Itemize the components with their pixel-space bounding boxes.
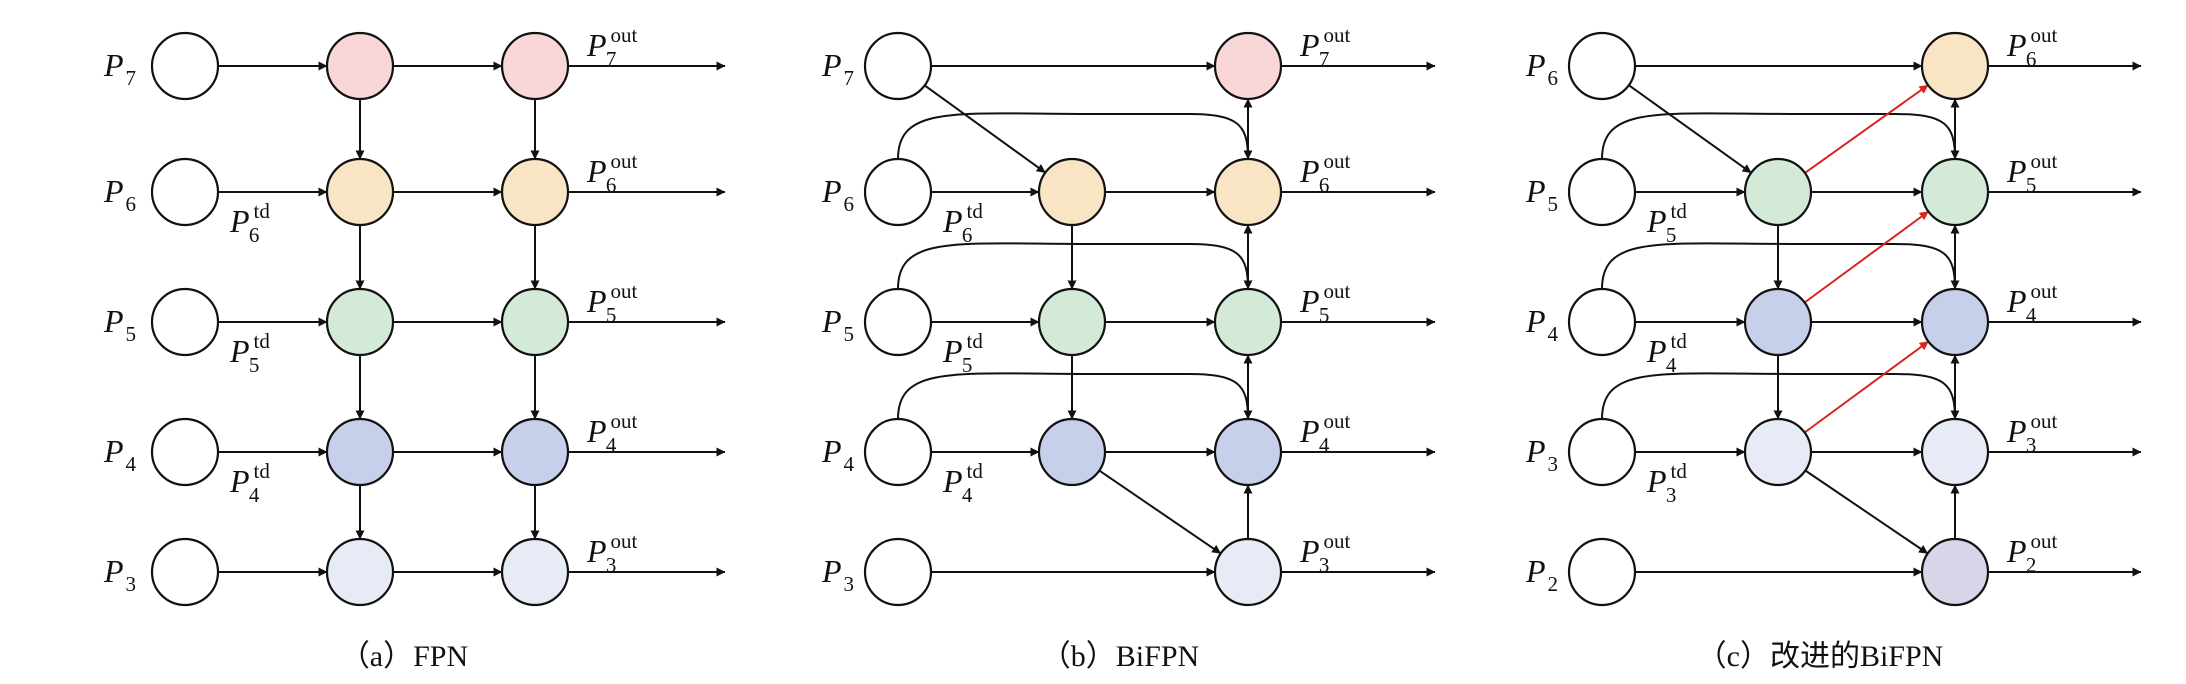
label-a-input-1: P6 — [103, 173, 136, 216]
node-c-mid-1 — [1743, 157, 1813, 227]
edge-b-skip-1 — [897, 112, 1253, 160]
node-a-out-2 — [500, 287, 570, 357]
label-c-input-4: P2 — [1525, 553, 1558, 596]
node-a-mid-1 — [325, 157, 395, 227]
node-c-out-1 — [1920, 157, 1990, 227]
edge-c-red-1 — [1804, 84, 1929, 174]
node-a-mid-3 — [325, 417, 395, 487]
label-b-input-1: P6 — [821, 173, 854, 216]
node-b-out-3 — [1213, 417, 1283, 487]
node-b-input-1 — [863, 157, 933, 227]
node-a-out-4 — [500, 537, 570, 607]
node-b-input-2 — [863, 287, 933, 357]
node-c-input-4 — [1567, 537, 1637, 607]
label-b-input-2: P5 — [821, 303, 854, 346]
node-c-mid-2 — [1743, 287, 1813, 357]
node-a-mid-4 — [325, 537, 395, 607]
node-a-mid-0 — [325, 31, 395, 101]
node-c-out-4 — [1920, 537, 1990, 607]
node-b-input-0 — [863, 31, 933, 101]
node-c-mid-3 — [1743, 417, 1813, 487]
node-a-input-4 — [150, 537, 220, 607]
caption-c: （c）改进的BiFPN — [1697, 640, 1944, 673]
label-a-input-0: P7 — [103, 47, 136, 90]
node-c-input-0 — [1567, 31, 1637, 101]
node-b-out-1 — [1213, 157, 1283, 227]
node-c-input-2 — [1567, 287, 1637, 357]
caption-b: （b）BiFPN — [1041, 640, 1199, 673]
edge-c-skip-3 — [1601, 372, 1960, 420]
node-a-mid-2 — [325, 287, 395, 357]
node-c-input-1 — [1567, 157, 1637, 227]
node-a-input-3 — [150, 417, 220, 487]
edge-b-mid3-diag — [1098, 469, 1222, 555]
label-a-input-2: P5 — [103, 303, 136, 346]
label-b-input-3: P4 — [821, 433, 855, 476]
node-a-out-1 — [500, 157, 570, 227]
node-c-out-2 — [1920, 287, 1990, 357]
node-b-out-4 — [1213, 537, 1283, 607]
edge-c-skip-1 — [1601, 112, 1960, 160]
label-c-input-1: P5 — [1525, 173, 1558, 216]
node-a-input-0 — [150, 31, 220, 101]
label-c-input-2: P4 — [1525, 303, 1559, 346]
label-c-input-0: P6 — [1525, 47, 1558, 90]
node-c-out-0 — [1920, 31, 1990, 101]
label-b-input-0: P7 — [821, 47, 854, 90]
node-b-out-2 — [1213, 287, 1283, 357]
label-b-input-4: P3 — [821, 553, 854, 596]
label-c-input-3: P3 — [1525, 433, 1558, 476]
edge-c-in0-diag — [1628, 84, 1752, 174]
edge-b-in0-diag — [924, 84, 1046, 174]
node-a-input-2 — [150, 287, 220, 357]
node-c-out-3 — [1920, 417, 1990, 487]
node-b-mid-3 — [1037, 417, 1107, 487]
edge-c-red-3 — [1804, 340, 1929, 434]
node-a-out-3 — [500, 417, 570, 487]
label-a-input-3: P4 — [103, 433, 137, 476]
edge-c-red-2 — [1804, 210, 1929, 304]
label-a-input-4: P3 — [103, 553, 136, 596]
node-a-input-1 — [150, 157, 220, 227]
node-b-input-4 — [863, 537, 933, 607]
node-b-mid-1 — [1037, 157, 1107, 227]
node-b-input-3 — [863, 417, 933, 487]
caption-a: （a）FPN — [340, 640, 468, 673]
edge-b-skip-2 — [897, 242, 1253, 290]
node-b-mid-2 — [1037, 287, 1107, 357]
node-c-input-3 — [1567, 417, 1637, 487]
edge-b-skip-3 — [897, 372, 1253, 420]
node-a-out-0 — [500, 31, 570, 101]
edge-c-skip-2 — [1601, 242, 1960, 290]
node-b-out-0 — [1213, 31, 1283, 101]
edge-c-mid3-diag — [1804, 469, 1929, 555]
